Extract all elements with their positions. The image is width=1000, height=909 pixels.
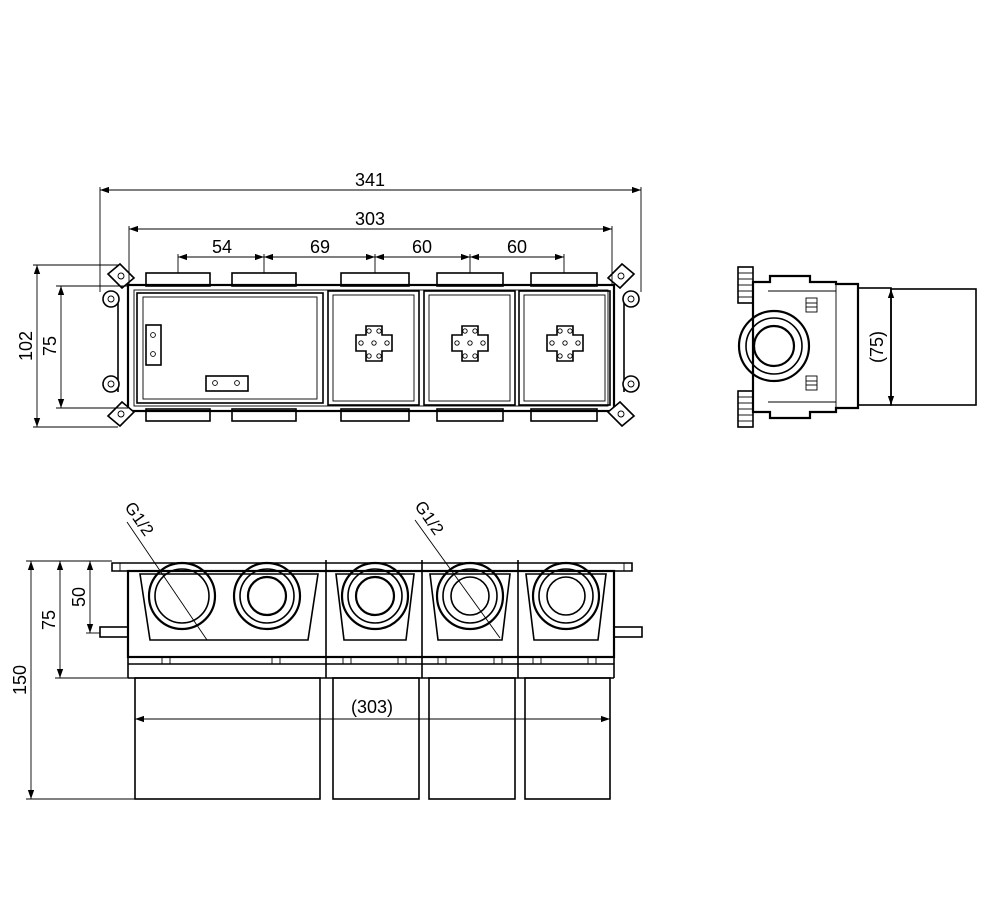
top-sleeves bbox=[134, 677, 611, 800]
dim-total-depth: 150 bbox=[10, 560, 135, 800]
dim-body-width: 303 bbox=[128, 209, 613, 284]
top-view: G1/2 G1/2 150 75 50 (303) bbox=[10, 497, 643, 800]
dim-top-body-depth: 75 bbox=[39, 561, 128, 679]
dim-ref-width-label: (303) bbox=[351, 697, 393, 717]
dim-spacing-2: 69 bbox=[310, 237, 330, 257]
dim-port-offset-label: 50 bbox=[69, 587, 89, 607]
dim-spacing-4: 60 bbox=[507, 237, 527, 257]
thread-label-left: G1/2 bbox=[121, 498, 158, 539]
front-body-outline bbox=[126, 283, 616, 413]
dim-side-depth-label: (75) bbox=[867, 331, 887, 363]
dim-body-width-label: 303 bbox=[355, 209, 385, 229]
front-mount-ears bbox=[102, 262, 640, 428]
dim-total-depth-label: 150 bbox=[10, 665, 30, 695]
dim-overall-height: 102 bbox=[16, 264, 118, 428]
dim-overall-width-label: 341 bbox=[355, 170, 385, 190]
dim-body-height-label: 75 bbox=[40, 336, 60, 356]
dim-port-offset: 50 bbox=[69, 561, 100, 634]
dim-spacing-1: 54 bbox=[212, 237, 232, 257]
front-compartment-3 bbox=[518, 290, 611, 406]
front-compartment-1 bbox=[327, 290, 420, 406]
dim-overall-height-label: 102 bbox=[16, 331, 36, 361]
side-body-outline bbox=[751, 274, 860, 420]
top-body-outline bbox=[126, 569, 616, 659]
dim-side-depth: (75) bbox=[867, 289, 895, 405]
top-port-5 bbox=[531, 561, 601, 631]
thread-label-right: G1/2 bbox=[411, 497, 448, 538]
top-port-3 bbox=[340, 561, 410, 631]
front-compartment-2 bbox=[423, 290, 516, 406]
dim-spacing-chain: 54 69 60 60 bbox=[177, 237, 565, 273]
dim-ref-width: (303) bbox=[135, 697, 610, 723]
top-port-2 bbox=[232, 561, 302, 631]
top-port-4 bbox=[435, 561, 505, 631]
side-port bbox=[737, 309, 811, 383]
side-view: (75) bbox=[737, 266, 977, 428]
front-view: 341 303 54 69 60 60 bbox=[16, 170, 642, 428]
dim-overall-width: 341 bbox=[99, 170, 642, 292]
dim-spacing-3: 60 bbox=[412, 237, 432, 257]
top-port-1 bbox=[147, 561, 217, 631]
top-flange bbox=[111, 562, 633, 572]
dim-top-body-depth-label: 75 bbox=[39, 610, 59, 630]
dim-body-height: 75 bbox=[40, 285, 128, 409]
front-compartment-large bbox=[136, 292, 324, 404]
